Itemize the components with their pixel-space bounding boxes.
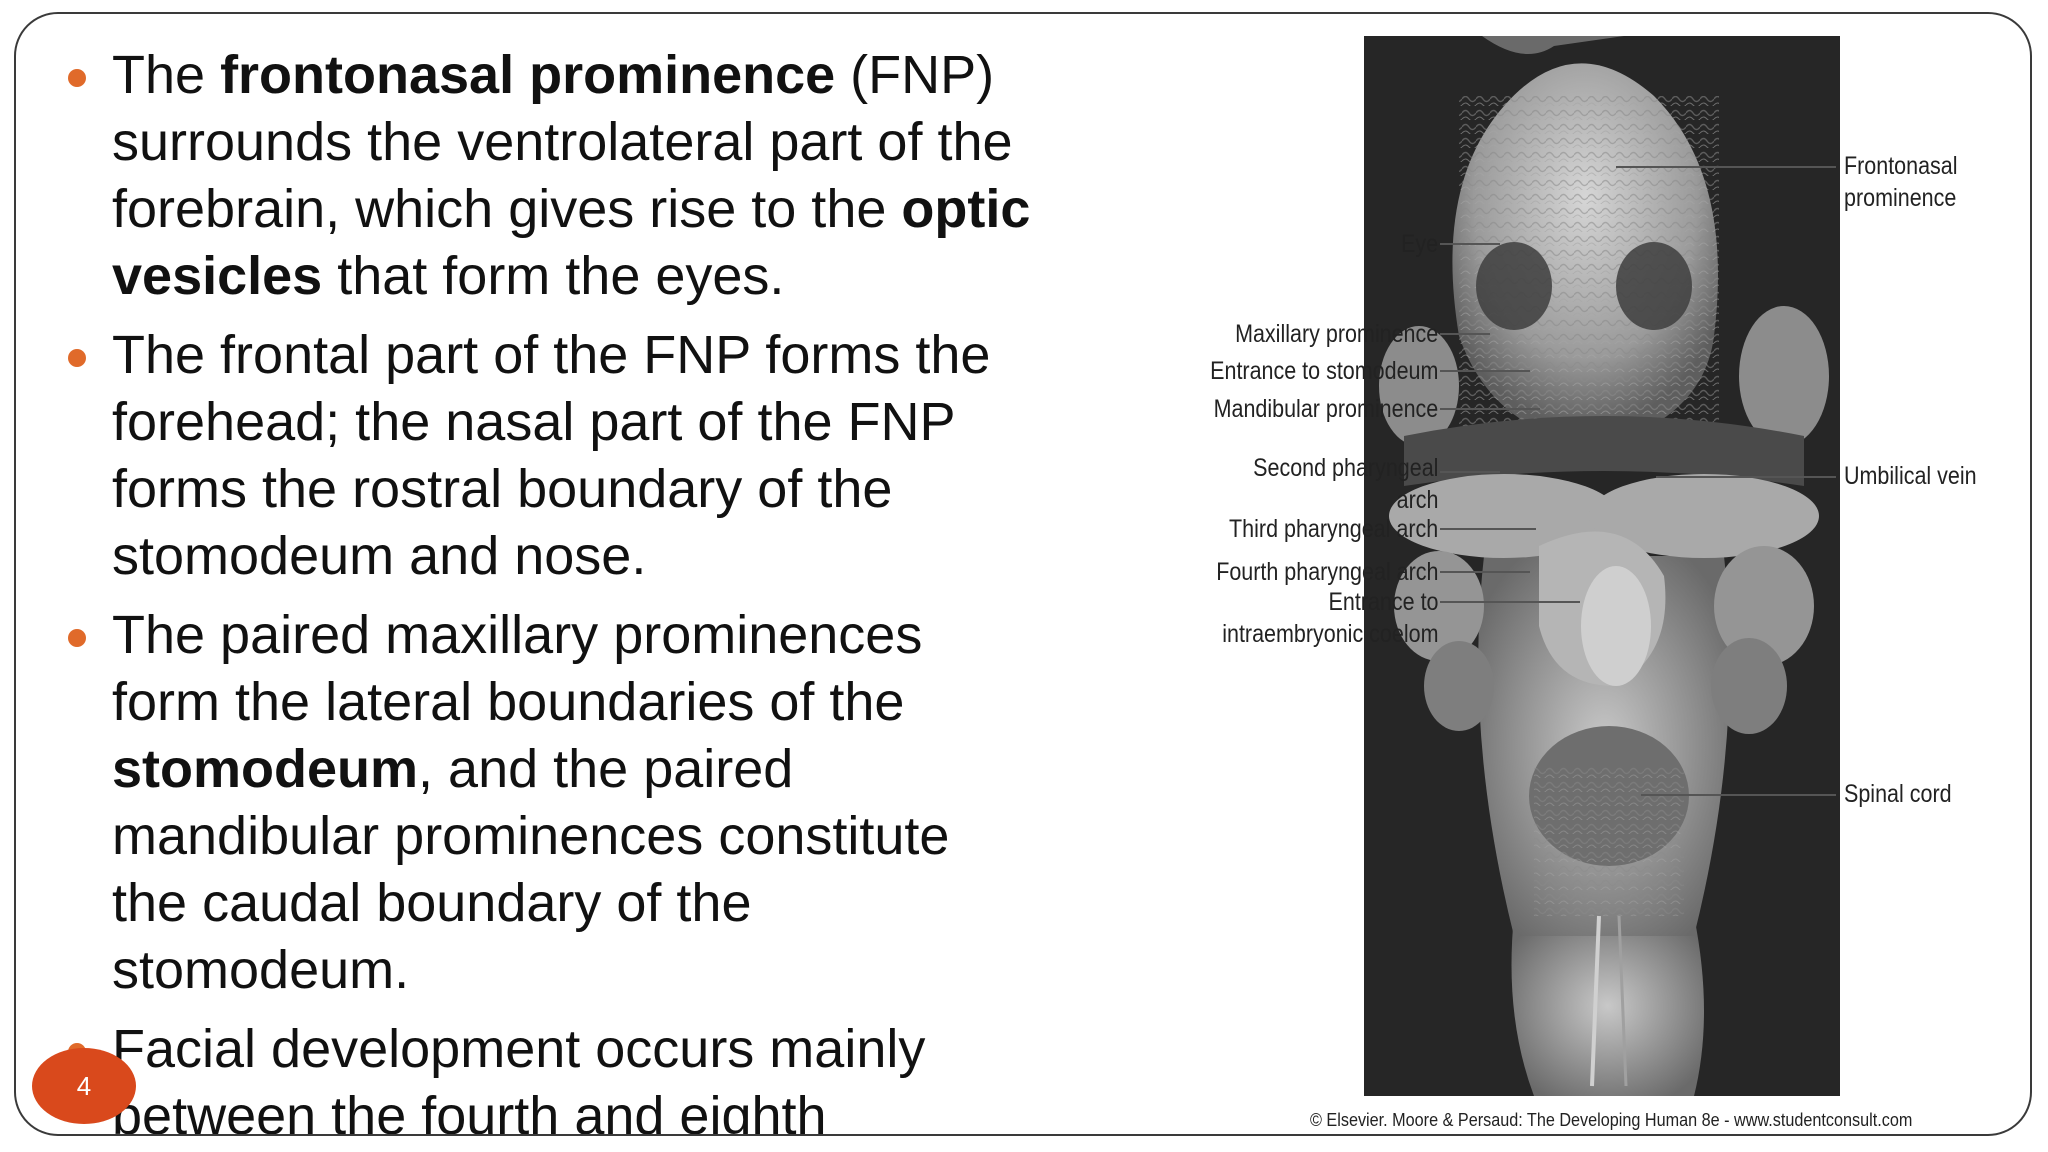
leader-line [1440,601,1580,603]
leader-line [1440,471,1500,473]
label-entrance-stomodeum: Entrance to stomodeum [1209,357,1438,385]
leader-line [1440,528,1536,530]
bullet-item: The frontal part of the FNP forms the fo… [53,322,1033,590]
leader-line [1440,408,1540,410]
leader-line [1440,243,1500,245]
bullet-dot [68,629,86,647]
label-fourth-pharyngeal-arch: Fourth pharyngeal arch [1215,558,1438,586]
label-eye: Eye [1400,230,1438,258]
leader-line [1440,370,1530,372]
page-number-badge: 4 [32,1048,136,1124]
embryo-figure: Eye Maxillary prominence Entrance to sto… [1016,14,2030,1134]
bullet-item: The frontonasal prominence (FNP) surroun… [53,42,1033,310]
bullet-dot [68,349,86,367]
label-maxillary-prominence: Maxillary prominence [1234,320,1438,348]
leader-line [1440,333,1490,335]
bullet-list: The frontonasal prominence (FNP) surroun… [53,42,1033,1134]
leader-line [1641,794,1836,796]
leader-line [1616,166,1836,168]
figure-credit: © Elsevier. Moore & Persaud: The Develop… [1310,1110,1913,1130]
bullet-item: Facial development occurs mainly between… [53,1016,1033,1134]
label-spinal-cord: Spinal cord [1844,780,1952,808]
label-second-pharyngeal-arch: Second pharyngeal arch [1252,454,1438,514]
label-entrance-coelom: Entrance to intraembryonic coelom [1221,588,1438,648]
embryo-micrograph [1364,36,1840,1096]
bullet-dot [68,69,86,87]
embryo-illustration [1364,36,1840,1096]
label-frontonasal-prominence: Frontonasal prominence [1844,152,1958,212]
leader-line [1656,476,1836,478]
label-umbilical-vein: Umbilical vein [1844,462,1977,490]
leader-line [1440,571,1530,573]
label-third-pharyngeal-arch: Third pharyngeal arch [1228,515,1438,543]
label-mandibular-prominence: Mandibular prominence [1213,395,1438,423]
slide: The frontonasal prominence (FNP) surroun… [14,12,2032,1136]
bullet-item: The paired maxillary prominences form th… [53,602,1033,1004]
